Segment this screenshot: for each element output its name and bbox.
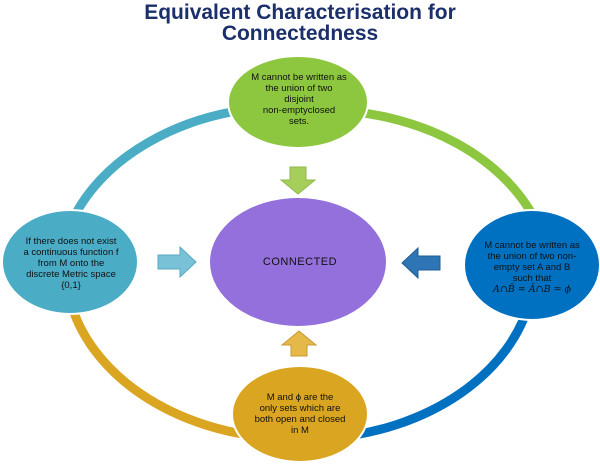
ring-arc-left-top: [71, 103, 261, 218]
node-right-formula: A∩B̄ = Ā∩B = ϕ: [492, 284, 572, 295]
node-top-line: M cannot be written as: [251, 72, 347, 83]
node-left-line: {0,1}: [61, 280, 81, 291]
node-top-text: M cannot be written as the union of two …: [236, 72, 362, 127]
node-right-line: such that: [512, 273, 552, 284]
diagram-title-line1: Equivalent Characterisation for: [144, 1, 456, 24]
arrow-left-right: [401, 246, 441, 280]
diagram-title-line2: Connectedness: [221, 22, 379, 45]
node-right-circle: [463, 209, 600, 321]
node-top-circle: [227, 55, 369, 149]
ring-arc-bottom-left: [65, 298, 276, 443]
node-top-line: disjoint: [284, 94, 314, 105]
node-right-line: M cannot be written as: [484, 240, 580, 251]
node-bottom-line: M and ϕ are the: [266, 392, 334, 403]
node-bottom-line: both open and closed: [254, 414, 346, 425]
node-left-circle: [1, 209, 139, 315]
node-left-line: from M onto the: [37, 258, 105, 269]
node-bottom-line: in M: [291, 425, 309, 436]
arrow-right-left: [157, 245, 197, 279]
node-left-line: a continuous function f: [23, 247, 119, 258]
node-right-text: M cannot be written as the union of two …: [464, 240, 600, 295]
node-top-line: sets.: [288, 116, 310, 127]
node-bottom-line: only sets which are: [259, 403, 341, 414]
node-right-line: empty set A and B: [493, 262, 571, 273]
center-connected-circle: [210, 198, 386, 326]
node-top-line: non-emptyclosed: [262, 105, 336, 116]
arrow-up-bottom: [280, 330, 318, 357]
ring-arc-right-bottom: [329, 298, 535, 443]
center-label: CONNECTED: [262, 256, 338, 268]
node-left-line: discrete Metric space: [26, 269, 116, 280]
node-top-line: the union of two: [265, 83, 333, 94]
node-bottom-text: M and ϕ are the only sets which are both…: [238, 392, 362, 436]
node-right-line: the union of two non-: [487, 251, 577, 262]
node-left-line: If there does not exist: [25, 236, 117, 247]
arrow-down-top: [279, 166, 317, 195]
node-left-text: If there does not exist a continuous fun…: [4, 236, 138, 291]
node-bottom-circle: [231, 365, 369, 463]
